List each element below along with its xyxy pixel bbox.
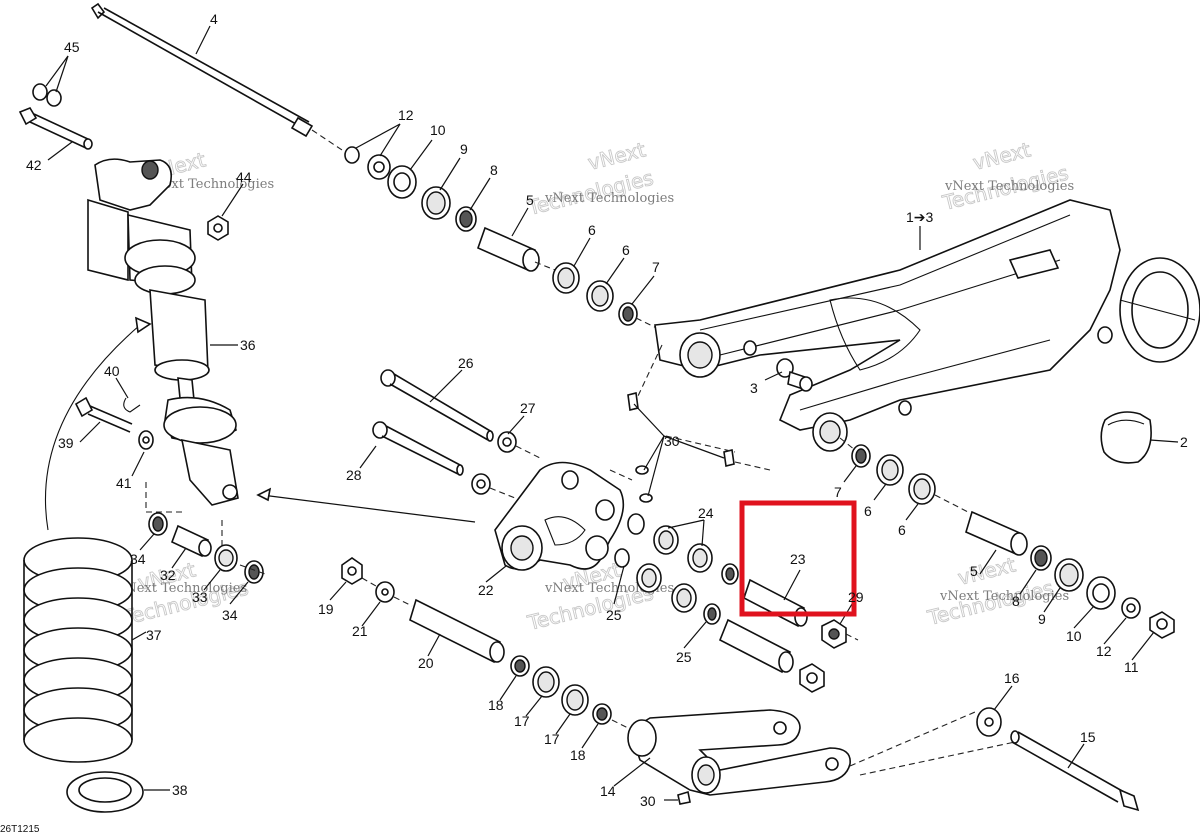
- part-26-27-28: [372, 369, 541, 499]
- callout-7: 7: [652, 259, 660, 275]
- callout-6: 6: [864, 503, 872, 519]
- callout-19: 19: [318, 601, 334, 617]
- part-axle-4: [90, 2, 346, 153]
- highlight-box: [739, 500, 857, 617]
- part-row-top: [344, 146, 666, 333]
- callout-11: 11: [1124, 659, 1139, 675]
- watermark-small: vNext Technologies: [144, 177, 274, 192]
- part-swing-arm: [654, 199, 1200, 452]
- callout-39: 39: [58, 435, 74, 451]
- callout-10: 10: [430, 122, 446, 138]
- callout-36: 36: [240, 337, 256, 353]
- assembly-dashes: [239, 435, 771, 576]
- part-rocker-22: [494, 461, 625, 571]
- callout-2: 2: [1180, 434, 1188, 450]
- callout-34: 34: [222, 607, 238, 623]
- callout-25: 25: [676, 649, 692, 665]
- callout-23: 23: [790, 551, 806, 567]
- callout-4: 4: [210, 11, 218, 27]
- callout-9: 9: [1038, 611, 1046, 627]
- callout-37: 37: [146, 627, 162, 643]
- callout-5: 5: [970, 563, 978, 579]
- callout-8: 8: [490, 162, 498, 178]
- part-2: [1100, 411, 1152, 464]
- callout-3: 3: [750, 380, 758, 396]
- callout-20: 20: [418, 655, 434, 671]
- callout-25: 25: [606, 607, 622, 623]
- callout-12: 12: [1096, 643, 1112, 659]
- callout-26: 26: [458, 355, 474, 371]
- watermark-small: vNext Technologies: [939, 589, 1069, 604]
- part-15-16: [976, 707, 1140, 812]
- callout-18: 18: [488, 697, 504, 713]
- callout-16: 16: [1004, 670, 1020, 686]
- callout-33: 33: [192, 589, 208, 605]
- part-spring-37: [23, 316, 152, 763]
- callout-24: 24: [698, 505, 714, 521]
- part-link-14: [627, 709, 1016, 796]
- callout-9: 9: [460, 141, 468, 157]
- callout-27: 27: [520, 400, 536, 416]
- leader-lines: [45, 25, 1179, 801]
- part-row-right: [839, 437, 1175, 639]
- part-3: [776, 358, 813, 392]
- callout-14: 14: [600, 783, 616, 799]
- part-17-18-19-20-21: [341, 557, 633, 731]
- callout-41: 41: [116, 475, 132, 491]
- part-39-40-41: [74, 396, 154, 450]
- callout-30: 30: [664, 433, 680, 449]
- watermark-small: vNext Technologies: [544, 191, 674, 206]
- part-38: [66, 771, 144, 813]
- callout-6: 6: [622, 242, 630, 258]
- callout-5: 5: [526, 192, 534, 208]
- callout-34: 34: [130, 551, 146, 567]
- callout-38: 38: [172, 782, 188, 798]
- callout-45: 45: [64, 39, 80, 55]
- arrow-head: [256, 487, 272, 502]
- callout-22: 22: [478, 582, 494, 598]
- callout-8: 8: [1012, 593, 1020, 609]
- callout-30: 30: [640, 793, 656, 809]
- watermark-line1: vNext: [955, 552, 1018, 589]
- callout-15: 15: [1080, 729, 1096, 745]
- watermark-line1: vNext: [970, 137, 1033, 174]
- callout-7: 7: [834, 484, 842, 500]
- part-23-24-25-29: [614, 513, 859, 693]
- callout-labels: 4 45 42 44 12 10 9 8 5 6 6 7 1➔3 36 40 3…: [26, 11, 1188, 809]
- callout-28: 28: [346, 467, 362, 483]
- watermark-small: vNext Technologies: [117, 581, 247, 596]
- callout-17: 17: [514, 713, 530, 729]
- callout-6: 6: [898, 522, 906, 538]
- watermark-small: vNext Technologies: [944, 179, 1074, 194]
- callout-44: 44: [236, 169, 252, 185]
- callout-17: 17: [544, 731, 560, 747]
- callout-10: 10: [1066, 628, 1082, 644]
- callout-42: 42: [26, 157, 42, 173]
- part-shock-36: [87, 158, 239, 506]
- arrow-rocker-to-shock: [261, 494, 476, 523]
- callout-40: 40: [104, 363, 120, 379]
- part-32-33-34: [145, 482, 264, 584]
- callout-1-3: 1➔3: [906, 209, 934, 225]
- callout-32: 32: [160, 567, 176, 583]
- callout-6: 6: [588, 222, 596, 238]
- callout-29: 29: [848, 589, 864, 605]
- callout-18: 18: [570, 747, 586, 763]
- callout-21: 21: [352, 623, 368, 639]
- callout-12: 12: [398, 107, 414, 123]
- drawing-reference: 26T1215: [0, 824, 40, 834]
- part-45-42-44: [18, 83, 229, 241]
